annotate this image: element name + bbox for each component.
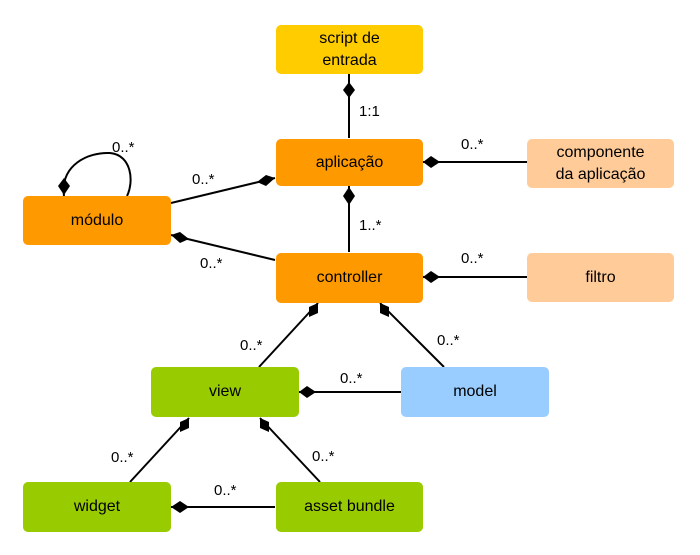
diamond-controller-view: [309, 303, 318, 317]
diamond-widget-asset: [171, 501, 189, 513]
label-modulo-self: 0..*: [112, 139, 135, 156]
diamond-modulo-controller: [171, 232, 189, 243]
edge-view-asset: [259, 417, 321, 483]
label-view-widget: 0..*: [111, 449, 134, 466]
label-controller-model: 0..*: [437, 332, 460, 349]
label-aplicacao-modulo: 0..*: [192, 171, 215, 188]
label-controller-filtro: 0..*: [461, 250, 484, 267]
node-aplicacao: aplicação: [276, 139, 423, 186]
node-model: model: [401, 367, 549, 417]
diamond-aplicacao-controller: [343, 187, 355, 205]
diamond-view-model: [299, 386, 316, 398]
diamond-aplicacao-componente: [423, 156, 440, 168]
label-modulo-controller: 0..*: [200, 255, 223, 272]
label-widget-asset: 0..*: [214, 482, 237, 499]
label-script-aplicacao: 1:1: [359, 103, 380, 120]
edge-controller-model: [379, 302, 445, 368]
diamond-view-asset: [260, 418, 269, 432]
node-modulo: módulo: [23, 196, 171, 245]
diamond-view-widget: [180, 418, 189, 432]
node-widget: widget: [23, 482, 171, 532]
node-componente-da-aplicacao: componente da aplicação: [527, 139, 674, 188]
node-filtro: filtro: [527, 253, 674, 302]
node-view: view: [151, 367, 299, 417]
label-aplicacao-componente: 0..*: [461, 136, 484, 153]
label-view-model: 0..*: [340, 370, 363, 387]
label-view-asset: 0..*: [312, 448, 335, 465]
diamond-controller-model: [380, 303, 389, 317]
node-asset-bundle: asset bundle: [276, 482, 423, 532]
diamond-aplicacao-modulo: [257, 175, 275, 186]
diamond-modulo-self: [58, 178, 70, 195]
diamond-aplicacao-script: [343, 82, 355, 98]
node-controller: controller: [276, 253, 423, 303]
node-script-de-entrada: script de entrada: [276, 25, 423, 74]
edge-controller-view: [258, 302, 319, 368]
diamond-controller-filtro: [423, 271, 440, 283]
edge-view-widget: [129, 417, 190, 483]
label-aplicacao-controller: 1..*: [359, 217, 382, 234]
label-controller-view: 0..*: [240, 337, 263, 354]
edge-modulo-self: [62, 151, 132, 197]
